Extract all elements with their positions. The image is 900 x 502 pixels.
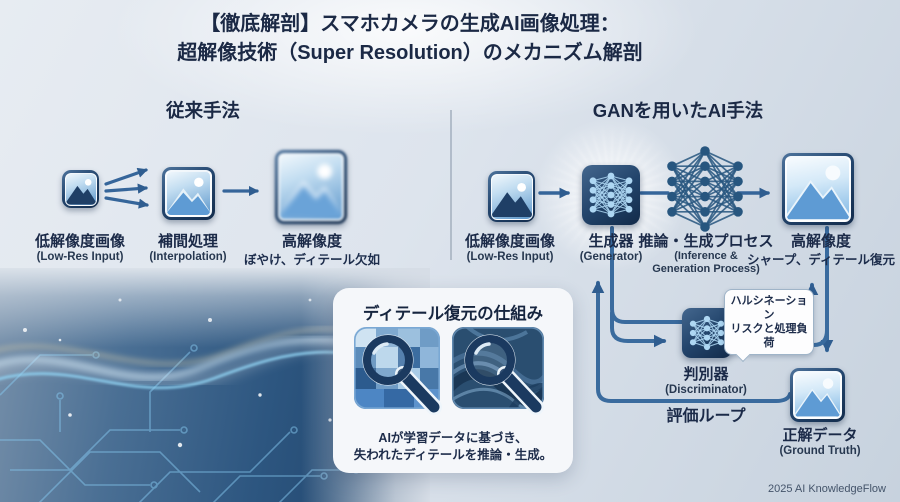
conv-interpolation-image-icon xyxy=(162,167,215,220)
discriminator-network-icon xyxy=(689,315,725,351)
pixelated-magnifier-icon xyxy=(354,327,442,415)
panel-title: ディテール復元の仕組み xyxy=(362,305,544,323)
discriminator-box xyxy=(682,308,732,358)
gan-highres-label: 高解像度 シャープ、ディテール復元 xyxy=(746,233,895,267)
inference-network-icon xyxy=(667,146,743,232)
generator-network-icon xyxy=(589,172,633,218)
credit-text: 2025 AI KnowledgeFlow xyxy=(767,483,886,495)
gan-lowres-image-icon xyxy=(488,171,535,222)
evaluation-loop-label: 評価ループ xyxy=(666,408,746,425)
conv-lowres-label: 低解像度画像 (Low-Res Input) xyxy=(34,233,125,263)
gan-lowres-label: 低解像度画像 (Low-Res Input) xyxy=(464,233,555,263)
conv-highres-label: 高解像度 ぼやけ、ディテール欠如 xyxy=(243,233,380,267)
panel-body-text: AIが学習データに基づき、 失われたディテールを推論・生成。 xyxy=(353,431,553,462)
callout-line-2: リスクと処理負荷 xyxy=(730,323,808,349)
magnifier-glass xyxy=(464,334,544,415)
page-title: 【徹底解剖】スマホカメラの生成AI画像処理： 超解像技術（Super Resol… xyxy=(40,10,780,68)
conv-highres-blurry-image-icon xyxy=(275,150,347,224)
generator-label: 生成器 (Generator) xyxy=(579,233,643,263)
generator-box xyxy=(582,165,640,225)
conv-lowres-image-icon xyxy=(62,170,99,208)
magnifier-glass xyxy=(362,334,442,415)
conv-interpolation-label: 補間処理 (Interpolation) xyxy=(149,233,227,263)
ground-truth-image-icon xyxy=(790,368,845,422)
discriminator-label: 判別器 (Discriminator) xyxy=(665,366,747,396)
gan-section-header: GANを用いたAI手法 xyxy=(592,100,764,121)
section-divider xyxy=(450,110,452,260)
hallucination-risk-callout: ハルシネーション リスクと処理負荷 xyxy=(724,289,814,363)
detailed-texture-magnifier-icon xyxy=(452,327,545,415)
gan-highres-image-icon xyxy=(782,153,854,225)
evaluation-loop-line xyxy=(591,280,792,403)
inference-label: 推論・生成プロセス (Inference & Generation Proces… xyxy=(638,233,774,275)
title-line-1: 【徹底解剖】スマホカメラの生成AI画像処理： xyxy=(200,13,620,35)
generator-to-discriminator-line xyxy=(610,311,667,348)
conventional-arrows xyxy=(104,167,260,209)
ground-truth-label: 正解データ (Ground Truth) xyxy=(779,427,861,457)
groundtruth-to-discriminator-line xyxy=(748,328,829,352)
detail-restoration-panel: ディテール復元の仕組み xyxy=(333,288,573,473)
callout-line-1: ハルシネーション xyxy=(730,295,808,321)
conventional-section-header: 従来手法 xyxy=(165,100,240,121)
title-line-2: 超解像技術（Super Resolution）のメカニズム解剖 xyxy=(177,42,643,64)
